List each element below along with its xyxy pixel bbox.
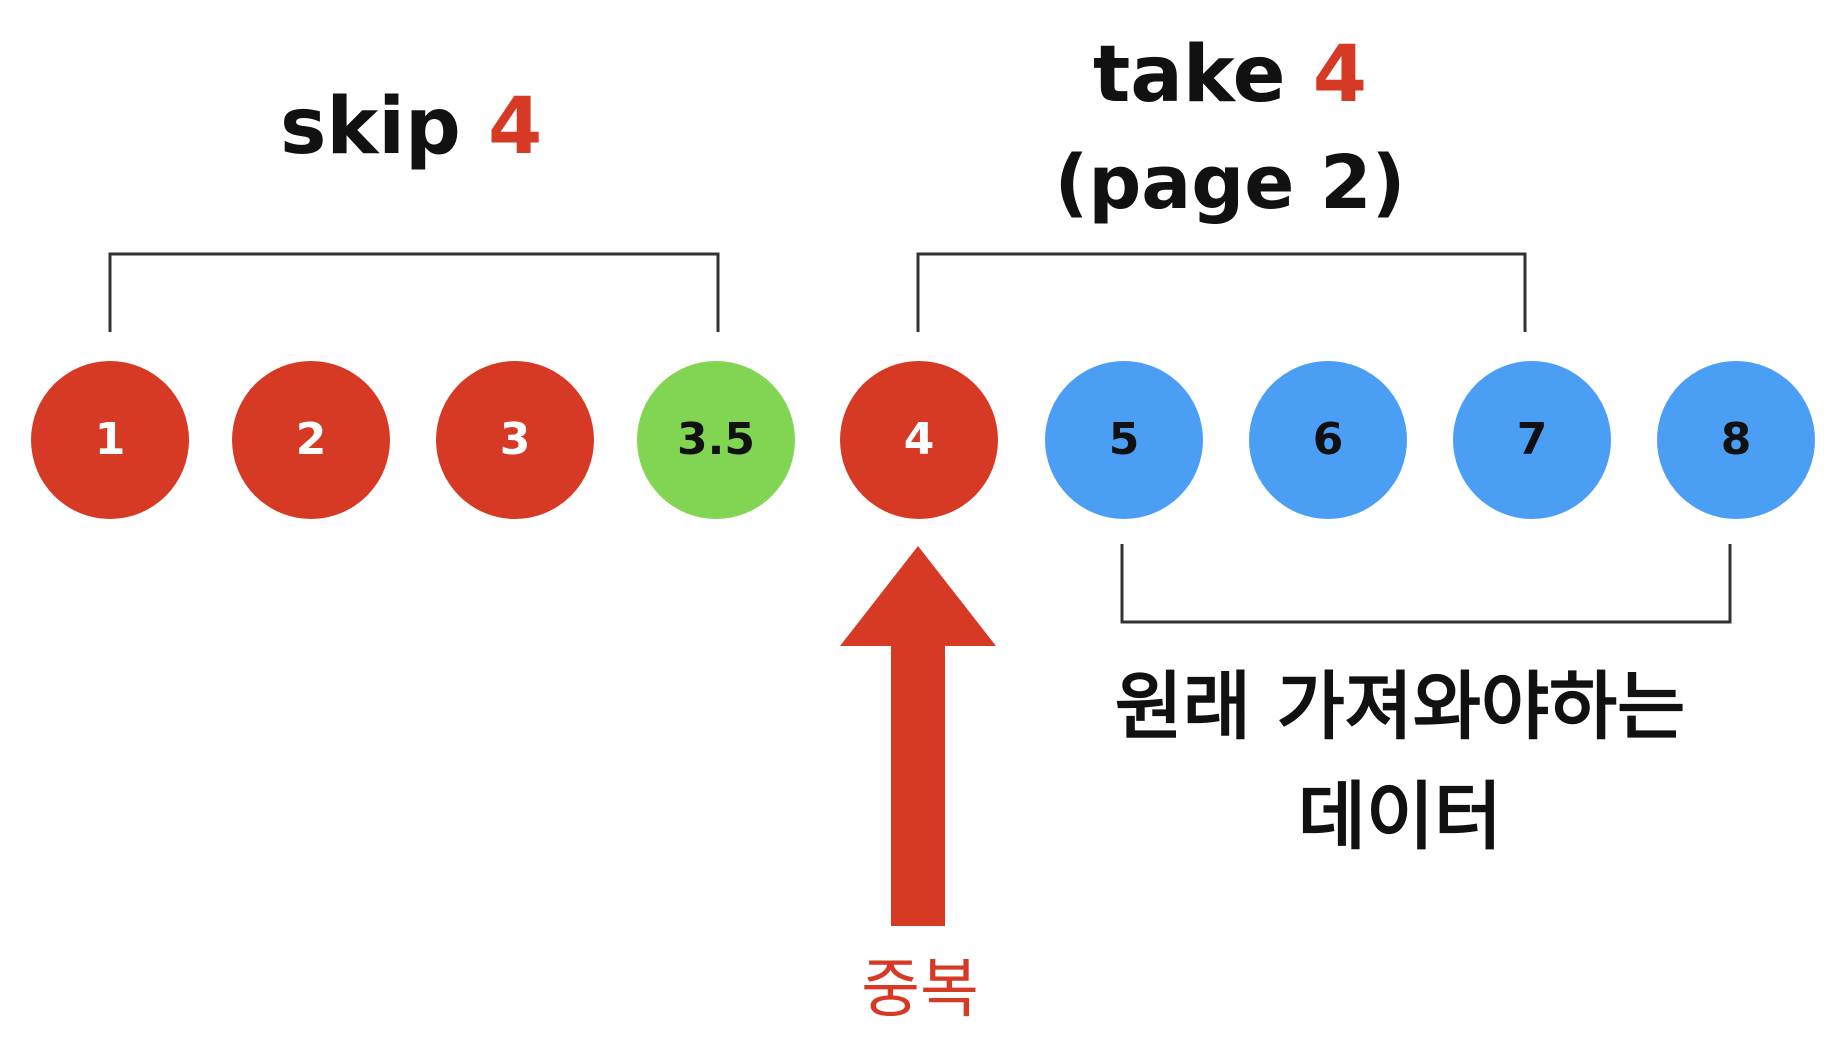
take-word: take xyxy=(1092,30,1286,120)
page-label: (page 2) xyxy=(1054,140,1406,226)
item-circle-5: 5 xyxy=(1045,361,1203,519)
duplicate-arrow-icon xyxy=(840,546,996,926)
take-count: 4 xyxy=(1312,30,1368,120)
item-label-8: 8 xyxy=(1720,414,1752,465)
item-label-7: 7 xyxy=(1516,414,1548,465)
item-circle-4: 4 xyxy=(840,361,998,519)
item-label-3-5: 3.5 xyxy=(677,414,755,465)
skip-label: skip 4 xyxy=(280,88,580,166)
item-circle-3-5: 3.5 xyxy=(637,361,795,519)
item-label-3: 3 xyxy=(499,414,531,465)
take-bracket xyxy=(916,252,1527,332)
item-label-6: 6 xyxy=(1312,414,1344,465)
item-label-1: 1 xyxy=(94,414,126,465)
item-circle-3: 3 xyxy=(436,361,594,519)
item-label-4: 4 xyxy=(903,414,935,465)
item-circle-1: 1 xyxy=(31,361,189,519)
take-label: take 4 xyxy=(1020,36,1440,114)
original-data-label-line2: 데이터 xyxy=(1297,774,1503,860)
duplicate-label: 중복 xyxy=(861,953,979,1027)
item-circle-6: 6 xyxy=(1249,361,1407,519)
item-circle-7: 7 xyxy=(1453,361,1611,519)
item-label-5: 5 xyxy=(1108,414,1140,465)
skip-word: skip xyxy=(280,82,461,172)
original-data-label-line1: 원래 가져와야하는 xyxy=(1114,664,1686,750)
skip-bracket xyxy=(108,252,720,332)
skip-count: 4 xyxy=(488,82,543,172)
item-circle-2: 2 xyxy=(232,361,390,519)
item-label-2: 2 xyxy=(295,414,327,465)
item-circle-8: 8 xyxy=(1657,361,1815,519)
original-bracket xyxy=(1120,544,1732,624)
